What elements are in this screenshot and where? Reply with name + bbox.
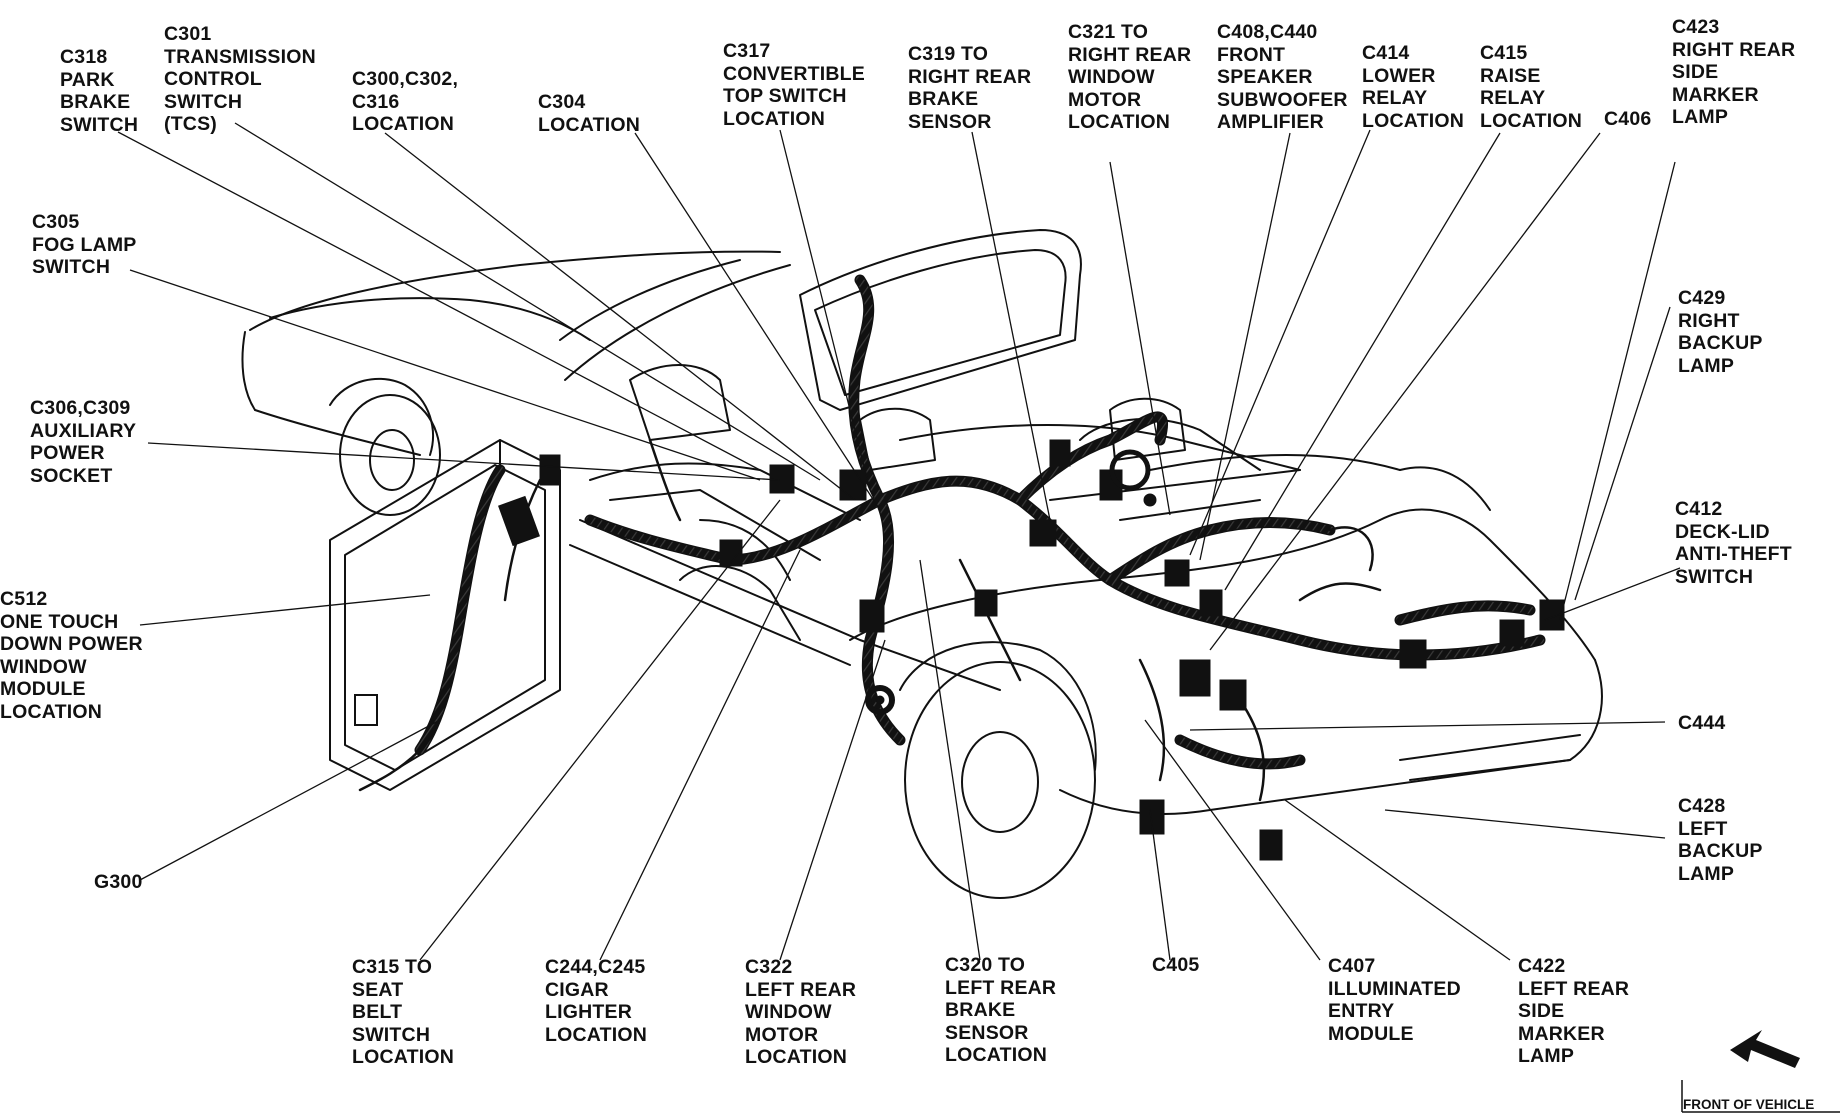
wiring-harness bbox=[358, 274, 1546, 802]
vehicle-body bbox=[241, 229, 1603, 899]
label-c322: C322 LEFT REAR WINDOW MOTOR LOCATION bbox=[745, 956, 857, 1068]
label-c407: C407 ILLUMINATED ENTRY MODULE bbox=[1328, 955, 1461, 1045]
label-c321: C321 TO RIGHT REAR WINDOW MOTOR LOCATION bbox=[1068, 21, 1192, 133]
label-c306: C306,C309 AUXILIARY POWER SOCKET bbox=[30, 397, 137, 487]
label-c423: C423 RIGHT REAR SIDE MARKER LAMP bbox=[1672, 16, 1796, 128]
label-c428: C428 LEFT BACKUP LAMP bbox=[1678, 795, 1763, 885]
label-c414: C414 LOWER RELAY LOCATION bbox=[1362, 42, 1464, 132]
label-g300: G300 bbox=[94, 871, 143, 893]
label-c318: C318 PARK BRAKE SWITCH bbox=[60, 46, 139, 136]
label-c408: C408,C440 FRONT SPEAKER SUBWOOFER AMPLIF… bbox=[1217, 21, 1348, 133]
label-c444: C444 bbox=[1678, 712, 1726, 734]
label-c304: C304 LOCATION bbox=[538, 91, 640, 136]
label-c512: C512 ONE TOUCH DOWN POWER WINDOW MODULE … bbox=[0, 588, 143, 723]
label-c429: C429 RIGHT BACKUP LAMP bbox=[1678, 287, 1763, 377]
label-c301: C301 TRANSMISSION CONTROL SWITCH (TCS) bbox=[164, 23, 316, 135]
label-c320: C320 TO LEFT REAR BRAKE SENSOR LOCATION bbox=[945, 954, 1057, 1066]
label-c319: C319 TO RIGHT REAR BRAKE SENSOR bbox=[908, 43, 1032, 133]
label-c415: C415 RAISE RELAY LOCATION bbox=[1480, 42, 1582, 132]
label-c300: C300,C302, C316 LOCATION bbox=[352, 68, 459, 135]
front-of-vehicle-label: FRONT OF VEHICLE bbox=[1683, 1097, 1815, 1112]
label-c412: C412 DECK-LID ANTI-THEFT SWITCH bbox=[1675, 498, 1792, 588]
front-of-vehicle-arrow-icon bbox=[1681, 1030, 1840, 1113]
leader-lines bbox=[117, 122, 1681, 961]
label-c305: C305 FOG LAMP SWITCH bbox=[32, 211, 137, 278]
label-c405: C405 bbox=[1152, 954, 1200, 976]
label-c317: C317 CONVERTIBLE TOP SWITCH LOCATION bbox=[723, 40, 865, 130]
connectors bbox=[354, 439, 1565, 861]
label-c244: C244,C245 CIGAR LIGHTER LOCATION bbox=[545, 956, 647, 1046]
label-c406: C406 bbox=[1604, 108, 1652, 130]
label-c422: C422 LEFT REAR SIDE MARKER LAMP bbox=[1518, 955, 1630, 1067]
label-c315: C315 TO SEAT BELT SWITCH LOCATION bbox=[352, 956, 454, 1068]
